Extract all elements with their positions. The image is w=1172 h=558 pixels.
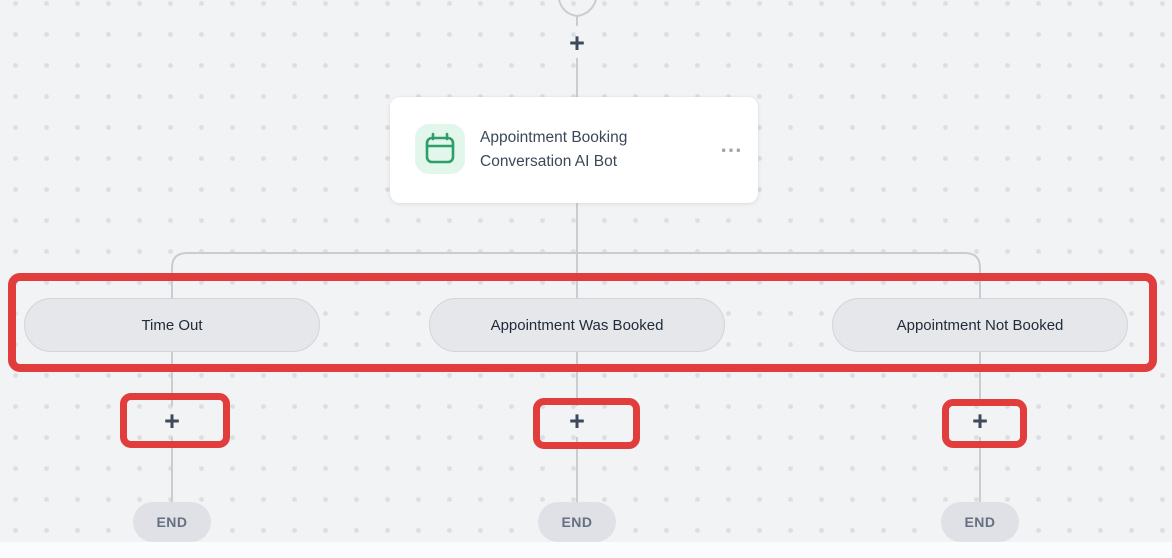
node-appointment-booking-bot[interactable]: Appointment Booking Conversation AI Bot …: [390, 97, 758, 203]
end-node-branch-1: END: [133, 502, 211, 542]
calendar-icon: [415, 124, 465, 174]
end-node-branch-2: END: [538, 502, 616, 542]
add-step-button-branch-2[interactable]: +: [569, 405, 585, 436]
add-step-button-branch-3[interactable]: +: [972, 405, 988, 436]
connector-branch-split: [171, 252, 981, 298]
branch-pill-time-out[interactable]: Time Out: [24, 298, 320, 352]
canvas-bottom-edge: [0, 542, 1172, 558]
connector-top-merge: [558, 0, 597, 26]
add-step-button-top[interactable]: +: [569, 27, 585, 58]
end-node-branch-3: END: [941, 502, 1019, 542]
add-step-button-branch-1[interactable]: +: [164, 405, 180, 436]
node-title: Appointment Booking Conversation AI Bot: [480, 129, 628, 170]
branch-pill-appointment-not-booked[interactable]: Appointment Not Booked: [832, 298, 1128, 352]
branch-pill-appointment-was-booked[interactable]: Appointment Was Booked: [429, 298, 725, 352]
node-menu-button[interactable]: ⋯: [720, 137, 744, 162]
